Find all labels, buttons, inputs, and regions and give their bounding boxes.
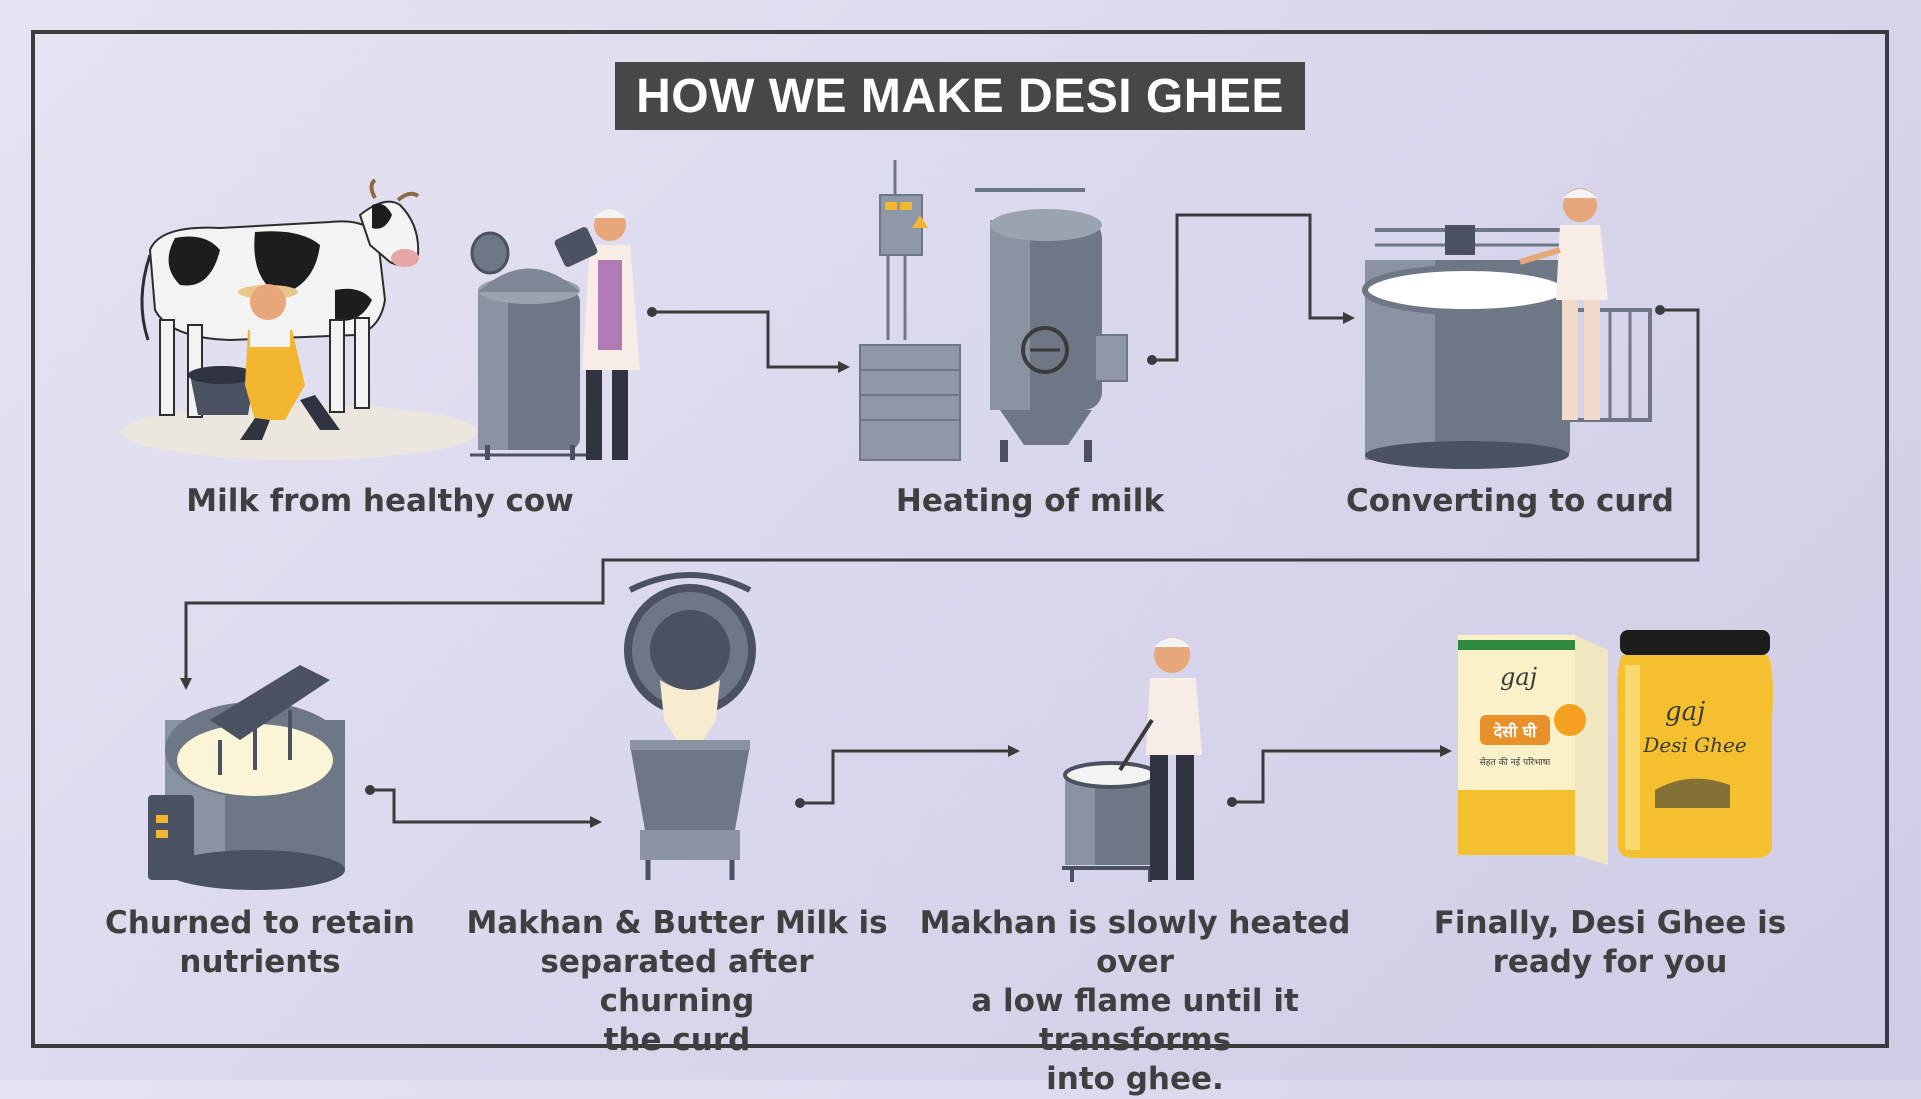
page-title: HOW WE MAKE DESI GHEE <box>615 62 1305 130</box>
caption-step-7: Finally, Desi Ghee is ready for you <box>1433 905 1787 980</box>
caption-step-3: Converting to curd <box>1346 483 1674 519</box>
ghee-box-icon <box>1458 635 1608 865</box>
milk-tank-icon <box>470 231 590 460</box>
worker-stirring-icon <box>1519 188 1608 420</box>
connector-arrowheads <box>180 305 1665 828</box>
box-tagline: सेहत की नई परिभाषा <box>1480 756 1551 768</box>
connector-2-3 <box>1152 213 1345 362</box>
worker-heating-icon <box>1118 637 1202 880</box>
box-hindi-label: देसी घी <box>1493 722 1537 741</box>
caption-step-5: Makhan & Butter Milk is separated after … <box>466 905 888 1058</box>
worker-pouring-icon <box>554 209 640 460</box>
cooking-pot-icon <box>1062 761 1160 882</box>
heating-tank-icon <box>859 160 1128 462</box>
caption-step-4: Churned to retain nutrients <box>105 905 415 980</box>
connector-4-5 <box>370 788 592 824</box>
flow-connectors <box>184 213 1700 824</box>
connector-6-7 <box>1232 749 1442 804</box>
box-brand-label: gaj <box>1500 663 1538 691</box>
connector-5-6 <box>800 749 1010 805</box>
caption-step-6: Makhan is slowly heated over a low flame… <box>919 905 1351 1097</box>
jar-product-label: Desi Ghee <box>1642 733 1746 757</box>
diagram-frame <box>31 30 1889 1048</box>
cow-milking-icon <box>122 178 478 460</box>
churning-machine-icon <box>148 665 345 890</box>
caption-step-1: Milk from healthy cow <box>186 483 574 519</box>
caption-step-2: Heating of milk <box>895 483 1165 519</box>
connector-3-4 <box>184 308 1700 680</box>
separator-drum-icon <box>624 572 756 880</box>
ghee-jar-icon <box>1617 630 1773 858</box>
curd-vat-icon <box>1362 225 1652 469</box>
connector-1-2 <box>652 310 840 369</box>
jar-brand-label: gaj <box>1665 697 1705 727</box>
